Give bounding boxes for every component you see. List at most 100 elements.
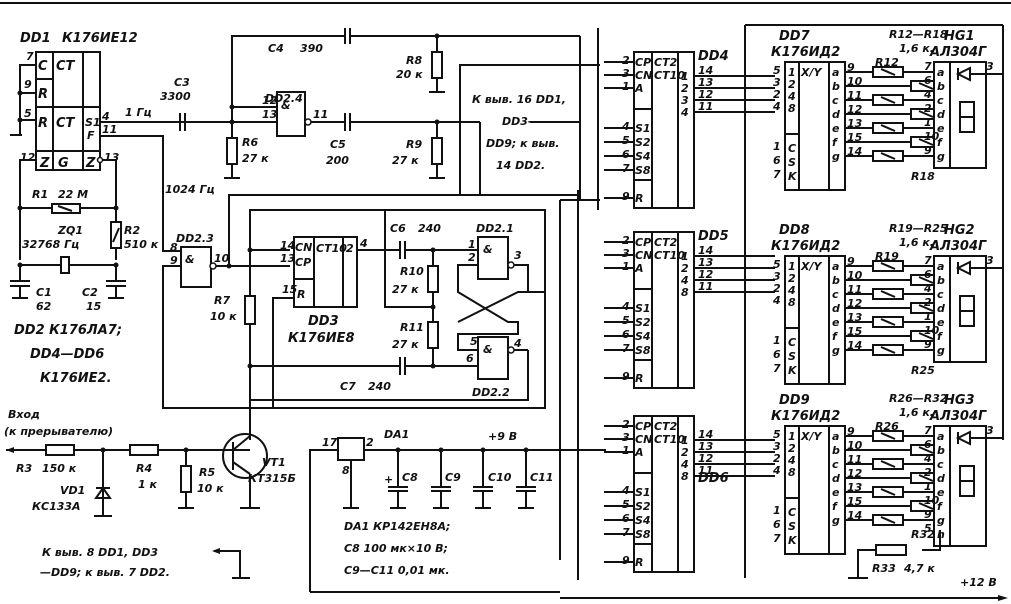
- counter-pin: 1: [622, 80, 630, 93]
- decoder-in-pin: 2: [773, 282, 781, 295]
- dd2-3-pin-8: 8: [170, 241, 178, 254]
- decoder-func: X/Y: [800, 260, 822, 273]
- decoder-in-cell: 4: [787, 90, 796, 103]
- dd1-cell-g: G: [58, 156, 69, 171]
- display-pin: 9: [924, 508, 932, 521]
- decoder-out-pin: 12: [847, 467, 863, 480]
- decoder-in-pin: 4: [772, 464, 781, 477]
- r5-ref: R5: [199, 466, 215, 479]
- counter-pin: 4: [621, 484, 630, 497]
- note-dd4-dd6: DD4—DD6: [30, 347, 104, 362]
- r3-resistor: [45, 444, 75, 456]
- dd2-3-ref: DD2.3: [176, 232, 214, 245]
- dd1-cell-s1: S1: [85, 116, 101, 129]
- display-seg: e: [937, 122, 945, 135]
- counter-out-cell: 1: [681, 70, 689, 83]
- display-pin: 10: [924, 494, 940, 507]
- dd3-cell-ct10: CT10: [316, 242, 347, 255]
- decoder-out-pin: 11: [847, 453, 862, 466]
- counter-out-cell: 4: [680, 274, 689, 287]
- decoder-out-pin: 14: [847, 339, 862, 352]
- counter-cell-s1: S1: [635, 486, 651, 499]
- c1-value: 62: [36, 300, 52, 313]
- c2-value: 15: [86, 300, 102, 313]
- counter-pin: 5: [622, 134, 630, 147]
- decoder-out-cell: b: [832, 274, 840, 287]
- decoder-out-cell: e: [832, 122, 840, 135]
- supply-12v-label: +12 В: [960, 576, 997, 589]
- dd2-1-ref: DD2.1: [476, 222, 514, 235]
- r11-resistor: [427, 321, 439, 349]
- c3-ref: C3: [174, 76, 190, 89]
- r10-ref: R10: [400, 265, 424, 278]
- dd2-2-ref: DD2.2: [472, 386, 510, 399]
- zq1-value: 32768 Гц: [22, 238, 79, 251]
- resistor-last-label: R18: [911, 170, 935, 183]
- supply-9v-label: +9 В: [488, 430, 517, 443]
- decoder-out-cell: a: [832, 430, 839, 443]
- decoder-in-pin: 4: [772, 294, 781, 307]
- dd1-pin-12: 12: [20, 151, 36, 164]
- decoder-in-pin: 1: [773, 334, 781, 347]
- gnd-note-line2: —DD9; к выв. 7 DD2.: [40, 566, 170, 579]
- note-power-dd2: 14 DD2.: [496, 159, 545, 172]
- decoder-out-cell: g: [832, 514, 840, 527]
- dd3-cell-2: 2: [346, 242, 354, 255]
- display-ref: HG3: [944, 393, 975, 408]
- counter-out-cell: 4: [680, 458, 689, 471]
- decoder-out-cell: f: [832, 500, 838, 513]
- counter-out-cell: 1: [681, 434, 689, 447]
- counter-pin: 5: [622, 498, 630, 511]
- dd2-3-pin-10: 10: [214, 252, 230, 265]
- resistor-group-value: 1,6 к.: [899, 406, 934, 419]
- counter-ct10: CT10: [654, 69, 685, 82]
- counter-pin: 9: [622, 370, 630, 383]
- resistor-group-label: R12—R18: [889, 28, 948, 41]
- resistor-group-value: 1,6 к.: [899, 236, 934, 249]
- r9-resistor: [431, 137, 443, 165]
- display-seg: c: [937, 458, 944, 471]
- display-seg: d: [937, 302, 945, 315]
- decoder-out-cell: a: [832, 260, 839, 273]
- decoder-in-cell: C: [788, 506, 796, 519]
- dd2-1-pin-1: 1: [468, 238, 476, 251]
- counter-ct2: CT2: [654, 420, 678, 433]
- counter-out-cell: 3: [681, 94, 689, 107]
- dd1-cell-ct: CT: [56, 59, 76, 74]
- counter-pin: 4: [621, 120, 630, 133]
- r33-value: 4,7 к: [903, 562, 935, 575]
- counter-pin: 9: [622, 554, 630, 567]
- counter-cell-r: R: [635, 372, 643, 385]
- decoder-out-pin: 15: [847, 131, 863, 144]
- r6-ref: R6: [242, 136, 258, 149]
- decoder-in-pin: 1: [773, 504, 781, 517]
- r4-resistor: [129, 444, 159, 456]
- display-seg: a: [937, 430, 944, 443]
- decoder-out-pin: 12: [847, 103, 863, 116]
- resistor-last-label: R25: [911, 364, 935, 377]
- r6-resistor: [226, 137, 238, 165]
- supply-caps: [388, 450, 536, 509]
- counter-cell-a: A: [634, 446, 644, 459]
- decoder-in-pin: 1: [773, 140, 781, 153]
- counter-pin: 2: [622, 418, 630, 431]
- display-part: АЛ304Г: [929, 409, 987, 424]
- decoder-out-cell: d: [832, 302, 840, 315]
- decoder-in-pin: 6: [773, 518, 781, 531]
- decoder-in-cell: 8: [788, 296, 796, 309]
- counter-ref: DD6: [698, 471, 729, 486]
- dd1-cell-ct2: CT: [56, 116, 76, 131]
- counter-pin: 7: [622, 342, 630, 355]
- display-seg: f: [937, 330, 943, 343]
- vt1-ref: VT1: [262, 456, 286, 469]
- dd1-chip: C CT R R CT S1 F Z G Z DD1 К176ИЕ12 7 9 …: [20, 31, 138, 171]
- r11-ref: R11: [400, 321, 424, 334]
- decoder-in-cell: 1: [788, 430, 796, 443]
- decoder-out-pin: 9: [847, 425, 855, 438]
- dd3-chip: CN CP CT10 2 R 14 13 15 4 DD3 К176ИЕ8: [280, 236, 368, 346]
- resistor-first-label: R26: [875, 420, 899, 433]
